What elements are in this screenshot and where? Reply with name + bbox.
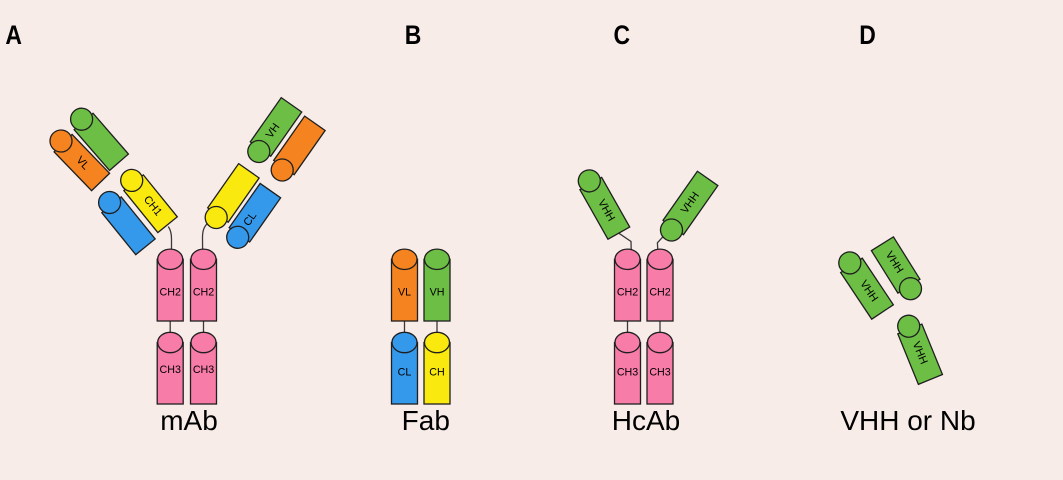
mab-cl-left-domain-cap bbox=[97, 190, 122, 215]
hcab-ch3-right-domain: CH3 bbox=[646, 331, 674, 405]
mab-ch1-left-domain: CH1 bbox=[120, 168, 179, 234]
mab-vl-left-domain-cap bbox=[49, 129, 73, 153]
fab-cl-domain-cap bbox=[391, 331, 418, 354]
hcab-vhh-left-domain-cap bbox=[577, 169, 601, 193]
nb-vhh-3-domain: VHH bbox=[896, 314, 944, 386]
panel-c-letter: C bbox=[614, 20, 631, 50]
fab-vl-domain: VL bbox=[390, 248, 419, 322]
mab-hinge-right bbox=[201, 222, 209, 251]
fab-caption: Fab bbox=[402, 405, 450, 436]
hcab-ch3-right-domain-label: CH3 bbox=[649, 367, 670, 379]
panel-d-letter: D bbox=[859, 20, 876, 50]
mab-ch2-left-domain: CH2 bbox=[156, 248, 184, 322]
hcab-ch3-left-domain-cap bbox=[614, 331, 641, 354]
nb-vhh-2-domain-cap bbox=[898, 277, 923, 301]
panel-b-fab: B VL VH CL CH Fab bbox=[390, 20, 451, 436]
nb-vhh-1-domain: VHH bbox=[838, 251, 895, 321]
fab-ch-domain-label: CH bbox=[429, 367, 444, 379]
hcab-ch2-right-domain-cap bbox=[646, 248, 674, 271]
mab-cl-left-domain bbox=[97, 190, 157, 256]
mab-ch1-right-domain bbox=[204, 162, 261, 230]
fab-vh-domain-cap bbox=[423, 248, 451, 271]
panel-a-letter: A bbox=[5, 20, 22, 50]
panel-a-mab: A VL CH1 VH CL CH2 CH2 CH3 CH3 mAb bbox=[5, 20, 327, 436]
fab-vh-domain: VH bbox=[423, 248, 451, 322]
mab-ch2-right-domain-cap bbox=[190, 248, 217, 271]
mab-ch1-left-domain-cap bbox=[120, 168, 144, 193]
mab-ch2-left-domain-label: CH2 bbox=[160, 287, 181, 299]
hcab-vhh-left-domain: VHH bbox=[577, 169, 631, 241]
mab-ch3-left-domain-label: CH3 bbox=[160, 364, 181, 376]
fab-ch-domain: CH bbox=[423, 331, 451, 405]
panel-c-hcab: C VHH VHH CH2 CH2 CH3 CH3 HcAb bbox=[577, 20, 719, 436]
panel-b-letter: B bbox=[405, 20, 422, 50]
hcab-ch3-right-domain-cap bbox=[646, 331, 674, 354]
hcab-ch3-left-domain: CH3 bbox=[613, 331, 642, 405]
hcab-ch3-left-domain-label: CH3 bbox=[617, 367, 638, 379]
mab-vh-right-domain: VH bbox=[247, 96, 303, 164]
mab-ch2-right-domain-label: CH2 bbox=[193, 287, 214, 299]
mab-vh-right-domain-cap bbox=[247, 139, 271, 164]
mab-ch1-right-domain-cap bbox=[204, 205, 228, 230]
fab-cl-domain-label: CL bbox=[398, 367, 412, 379]
hcab-hinge-right bbox=[656, 235, 664, 251]
hcab-ch2-right-domain-label: CH2 bbox=[649, 287, 670, 299]
nb-vhh-1-domain-cap bbox=[838, 251, 862, 275]
mab-cl-right-domain-cap bbox=[226, 225, 250, 249]
hcab-caption: HcAb bbox=[612, 405, 680, 436]
hcab-ch2-right-domain: CH2 bbox=[646, 248, 674, 322]
mab-cl-right-domain: CL bbox=[226, 182, 282, 249]
mab-vl-right-domain bbox=[270, 115, 327, 182]
fab-cl-domain: CL bbox=[390, 331, 419, 405]
mab-vl-left-domain: VL bbox=[49, 129, 111, 192]
mab-ch3-right-domain-label: CH3 bbox=[193, 364, 214, 376]
nb-vhh-2-domain: VHH bbox=[870, 235, 923, 301]
hcab-ch2-left-domain: CH2 bbox=[613, 248, 642, 322]
mab-ch3-right-domain-cap bbox=[190, 331, 217, 354]
mab-ch2-right-domain: CH2 bbox=[189, 248, 218, 322]
mab-ch2-left-domain-cap bbox=[157, 248, 184, 271]
hcab-vhh-right-domain: VHH bbox=[659, 170, 719, 242]
mab-vl-right-domain-cap bbox=[270, 158, 294, 182]
mab-vh-left-domain-cap bbox=[69, 107, 94, 131]
mab-vh-left-domain bbox=[69, 107, 130, 172]
fab-vl-domain-cap bbox=[391, 248, 418, 271]
nb-vhh-3-domain-cap bbox=[897, 314, 921, 338]
nb-caption: VHH or Nb bbox=[840, 405, 975, 436]
hcab-hinge-left bbox=[618, 232, 632, 251]
mab-hinge-left bbox=[167, 226, 173, 250]
fab-vh-domain-label: VH bbox=[430, 287, 445, 299]
mab-ch3-left-domain: CH3 bbox=[156, 331, 184, 405]
hcab-ch2-left-domain-label: CH2 bbox=[617, 287, 638, 299]
fab-ch-domain-cap bbox=[423, 331, 451, 354]
mab-caption: mAb bbox=[160, 405, 218, 436]
fab-vl-domain-label: VL bbox=[398, 287, 411, 299]
hcab-vhh-right-domain-cap bbox=[659, 218, 684, 242]
panel-d-vhh: D VHH VHH VHH VHH or Nb bbox=[838, 20, 976, 436]
mab-ch3-right-domain: CH3 bbox=[189, 331, 218, 405]
mab-ch3-left-domain-cap bbox=[157, 331, 184, 354]
hcab-ch2-left-domain-cap bbox=[614, 248, 641, 271]
